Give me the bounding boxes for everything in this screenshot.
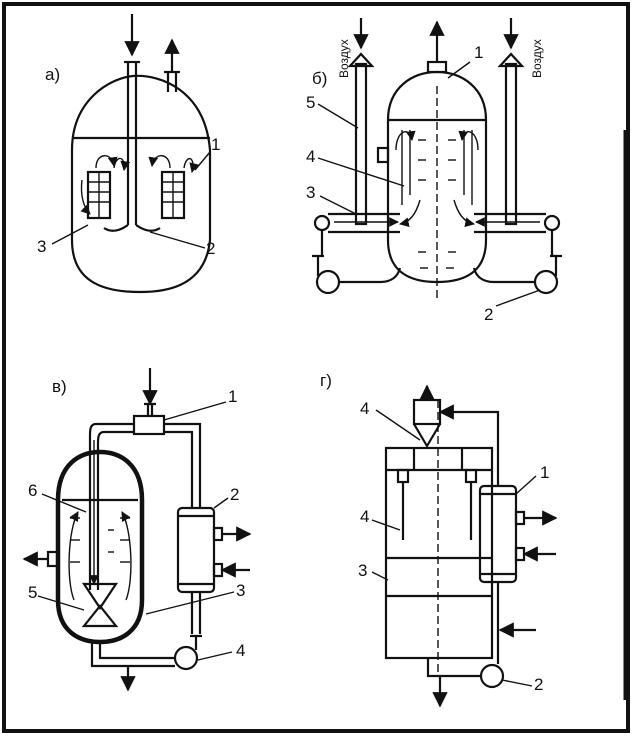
panel-v: в) (22, 368, 252, 692)
air-pipe-right (504, 62, 518, 226)
vessel-v (55, 449, 145, 645)
label-g-3: 3 (358, 561, 367, 580)
nozzle-right-b (543, 214, 561, 232)
separator-g (412, 398, 442, 426)
panel-a: а) 1 2 3 (37, 14, 220, 294)
nozzle-v (81, 582, 119, 610)
label-a-3: 3 (37, 237, 46, 256)
label-b-4: 4 (306, 147, 315, 166)
label-v-1: 1 (228, 387, 237, 406)
vessel-b (386, 70, 488, 284)
column-g (384, 446, 494, 660)
pump-left-b (315, 269, 341, 295)
deflector-a (103, 224, 161, 232)
label-b-3: 3 (306, 183, 315, 202)
label-v-2: 2 (230, 485, 239, 504)
label-v-5: 5 (28, 583, 37, 602)
panel-g: г) 1 (320, 371, 558, 708)
heat-exchanger-g (478, 484, 518, 584)
label-g-2: 2 (534, 675, 543, 694)
nozzle-left-b (313, 214, 331, 232)
label-g-4a: 4 (360, 399, 369, 418)
panel-b: б) Воздух Воздух (306, 18, 562, 324)
label-a-2: 2 (206, 239, 215, 258)
label-g-4b: 4 (360, 507, 369, 526)
label-b-2: 2 (484, 305, 493, 324)
label-b-5: 5 (306, 93, 315, 112)
heat-exchanger-v (176, 506, 216, 594)
panel-a-tag: а) (45, 65, 60, 84)
label-b-1: 1 (474, 43, 483, 62)
air-label-right: Воздух (530, 39, 544, 78)
air-label-left: Воздух (337, 39, 351, 78)
panel-b-tag: б) (312, 69, 327, 88)
label-v-3: 3 (236, 581, 245, 600)
top-nozzle-b (426, 60, 448, 74)
label-v-4: 4 (236, 641, 245, 660)
label-v-6: 6 (28, 481, 37, 500)
mixer-v-1 (132, 414, 166, 436)
panel-g-tag: г) (320, 371, 332, 390)
pump-v (173, 645, 199, 671)
vessel-a (70, 74, 212, 294)
pump-right-b (533, 269, 559, 295)
panel-v-tag: в) (52, 377, 67, 396)
label-a-1: 1 (211, 135, 220, 154)
air-pipe-left (354, 62, 368, 226)
label-g-1: 1 (540, 463, 549, 482)
pump-g (479, 663, 505, 689)
